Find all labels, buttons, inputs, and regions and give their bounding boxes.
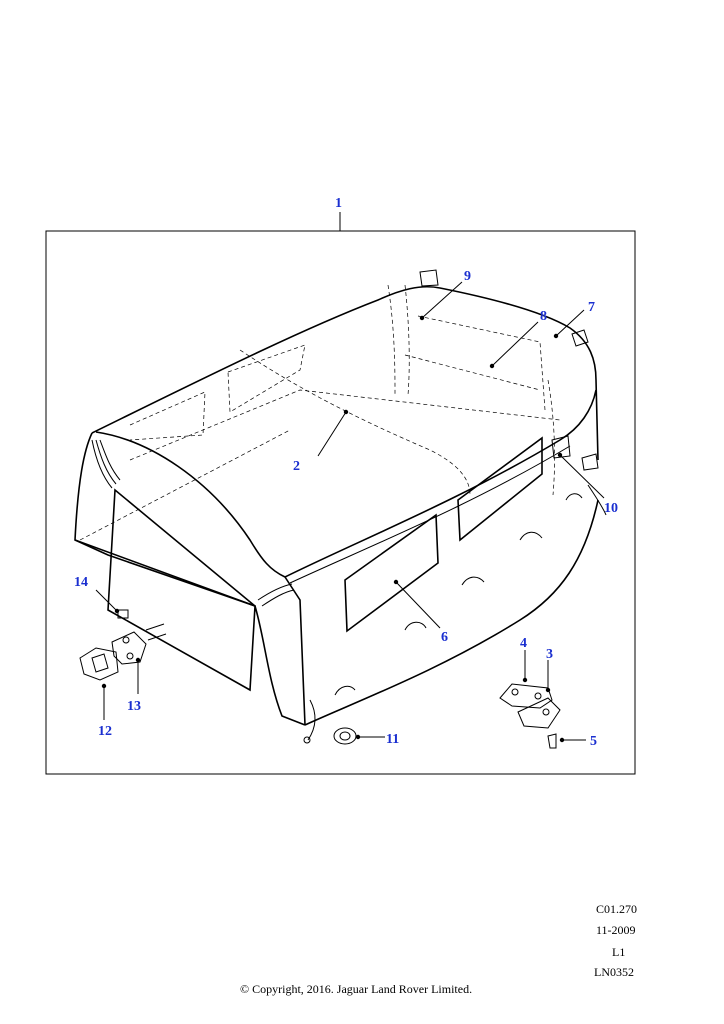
diagram-code: C01.270 [596, 902, 638, 916]
part-11-grommet [333, 727, 357, 745]
callout-6: 6 [441, 630, 448, 645]
callout-12: 12 [98, 724, 112, 739]
diagram-ref: LN0352 [594, 965, 634, 979]
callout-3: 3 [546, 647, 553, 662]
callout-4: 4 [520, 636, 527, 651]
callout-1: 1 [335, 196, 342, 211]
corner-loops [303, 269, 607, 744]
callout-9: 9 [464, 269, 471, 284]
callout-7: 7 [588, 300, 595, 315]
callout-11: 11 [386, 732, 399, 747]
leaders [95, 281, 605, 743]
callout-10: 10 [604, 501, 618, 516]
hinge-brackets [499, 683, 561, 749]
callout-2: 2 [293, 459, 300, 474]
callout-5: 5 [590, 734, 597, 749]
copyright: © Copyright, 2016. Jaguar Land Rover Lim… [240, 982, 473, 996]
callout-13: 13 [127, 699, 141, 714]
diagram-date: 11-2009 [596, 923, 636, 937]
fixing-parts [79, 609, 167, 681]
callout-8: 8 [540, 309, 547, 324]
callout-14: 14 [74, 575, 88, 590]
diagram-level: L1 [612, 945, 626, 959]
soft-top-body [74, 284, 599, 726]
